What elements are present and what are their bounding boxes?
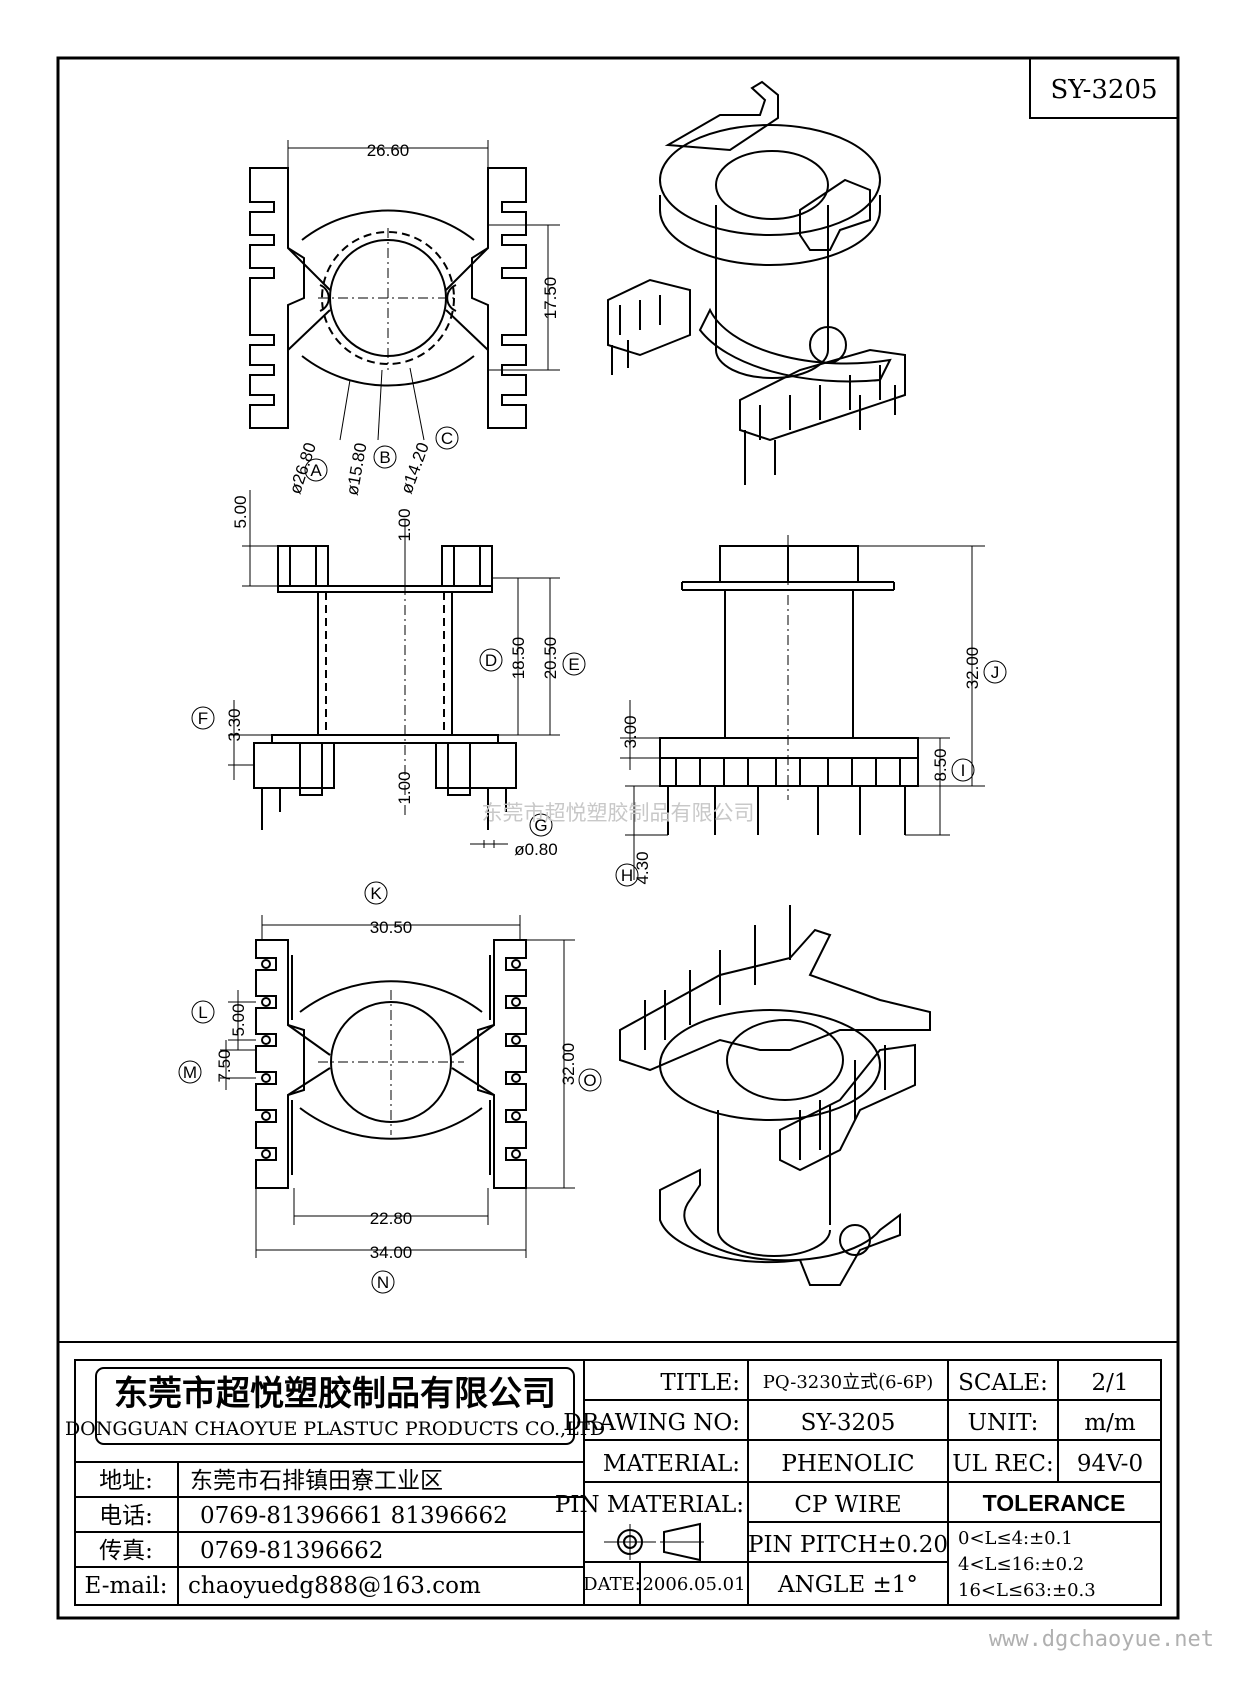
code-box (1029, 57, 1179, 119)
email-label: E-mail: (85, 1573, 168, 1599)
ul-label: UL REC: (952, 1451, 1053, 1477)
date-label: DATE: (583, 1574, 641, 1595)
iso-view-bottom (619, 905, 931, 1286)
top-view-dimensions (287, 140, 560, 441)
label-d: D (485, 651, 497, 670)
drawing-no-label: DRAWING NO: (563, 1410, 740, 1436)
dim-front-base: 3.00 (621, 715, 640, 748)
front-view (659, 545, 919, 835)
dim-dia-b: ø15.80 (343, 441, 371, 496)
label-c: C (441, 429, 453, 448)
material-label: MATERIAL: (603, 1451, 740, 1477)
scale-label: SCALE: (958, 1370, 1048, 1396)
top-view-centerlines (318, 228, 458, 370)
dim-pin-dia: ø0.80 (514, 840, 557, 859)
side-view (253, 545, 517, 830)
tolerance-3: 16<L≤63:±0.3 (958, 1580, 1096, 1601)
fax-value: 0769-81396662 (200, 1538, 383, 1564)
dim-front-i: 8.50 (931, 748, 950, 781)
label-a: A (310, 461, 322, 480)
ul-value: 94V-0 (1077, 1451, 1143, 1477)
title-block (74, 1359, 1162, 1606)
dim-dia-c: ø14.20 (397, 440, 433, 496)
dim-bottom-n: 34.00 (370, 1243, 413, 1262)
dim-bottom-l: 5.00 (229, 1003, 248, 1036)
dim-side-flange: 1.00 (395, 508, 414, 541)
sheet-border (56, 56, 1180, 1620)
label-e: E (568, 655, 579, 674)
label-f: F (198, 709, 208, 728)
label-g: G (534, 816, 547, 835)
dim-side-f: 3.30 (225, 708, 244, 741)
label-b: B (379, 448, 390, 467)
address-label: 地址: (99, 1468, 153, 1494)
date-value: 2006.05.01 (642, 1574, 745, 1595)
bottom-view (255, 939, 527, 1189)
tolerance-label: TOLERANCE (983, 1490, 1126, 1516)
label-k: K (370, 884, 382, 903)
front-view-dimensions (620, 545, 985, 880)
watermark: 东莞市超悦塑胶制品有限公司 (482, 801, 755, 825)
iso-view-top (607, 80, 906, 485)
label-o: O (583, 1071, 596, 1090)
dim-side-bottom: 1.00 (395, 771, 414, 804)
title-label: TITLE: (660, 1370, 740, 1396)
fax-label: 传真: (99, 1538, 153, 1564)
label-l: L (198, 1003, 207, 1022)
drawing-no-value: SY-3205 (801, 1410, 896, 1436)
angle: ANGLE ±1° (777, 1572, 918, 1598)
label-h: H (621, 866, 633, 885)
unit-value: m/m (1084, 1410, 1136, 1436)
pin-pitch: PIN PITCH±0.20 (748, 1532, 948, 1558)
bottom-view-dimensions (220, 915, 575, 1258)
phone-value: 0769-81396661 81396662 (200, 1503, 508, 1529)
material-value: PHENOLIC (781, 1451, 914, 1477)
dim-top-width: 26.60 (367, 141, 410, 160)
tolerance-2: 4<L≤16:±0.2 (958, 1554, 1084, 1575)
site-url: www.dgchaoyue.net (989, 1627, 1214, 1652)
tolerance-1: 0<L≤4:±0.1 (958, 1528, 1073, 1549)
dim-front-j: 32.00 (963, 647, 982, 690)
dim-bottom-m: 7.50 (215, 1049, 234, 1082)
label-i: I (961, 761, 966, 780)
pin-material-label: PIN MATERIAL: (555, 1492, 744, 1518)
email-value: chaoyuedg888@163.com (188, 1573, 481, 1599)
address-value: 东莞市石排镇田寮工业区 (190, 1468, 443, 1494)
pin-material-value: CP WIRE (794, 1492, 901, 1518)
dim-bottom-o: 32.00 (559, 1043, 578, 1086)
scale-value: 2/1 (1091, 1370, 1128, 1396)
label-m: M (183, 1063, 197, 1082)
dim-bottom-inner: 22.80 (370, 1209, 413, 1228)
unit-label: UNIT: (968, 1410, 1039, 1436)
dim-side-e: 20.50 (541, 637, 560, 680)
dim-side-d: 18.50 (509, 637, 528, 680)
dim-side-top: 5.00 (231, 495, 250, 528)
bottom-view-centerlines (318, 990, 464, 1135)
label-n: N (377, 1273, 389, 1292)
company-name-cn: 东莞市超悦塑胶制品有限公司 (114, 1374, 556, 1414)
drawing-code: SY-3205 (1050, 75, 1157, 105)
dim-bottom-k: 30.50 (370, 918, 413, 937)
side-view-dimensions (228, 490, 560, 848)
phone-label: 电话: (99, 1503, 153, 1529)
dim-top-height: 17.50 (541, 277, 560, 320)
title-value: PQ-3230立式(6-6P) (763, 1372, 934, 1393)
label-j: J (991, 663, 1000, 682)
company-name-en: DONGGUAN CHAOYUE PLASTUC PRODUCTS CO.,LT… (65, 1418, 605, 1440)
